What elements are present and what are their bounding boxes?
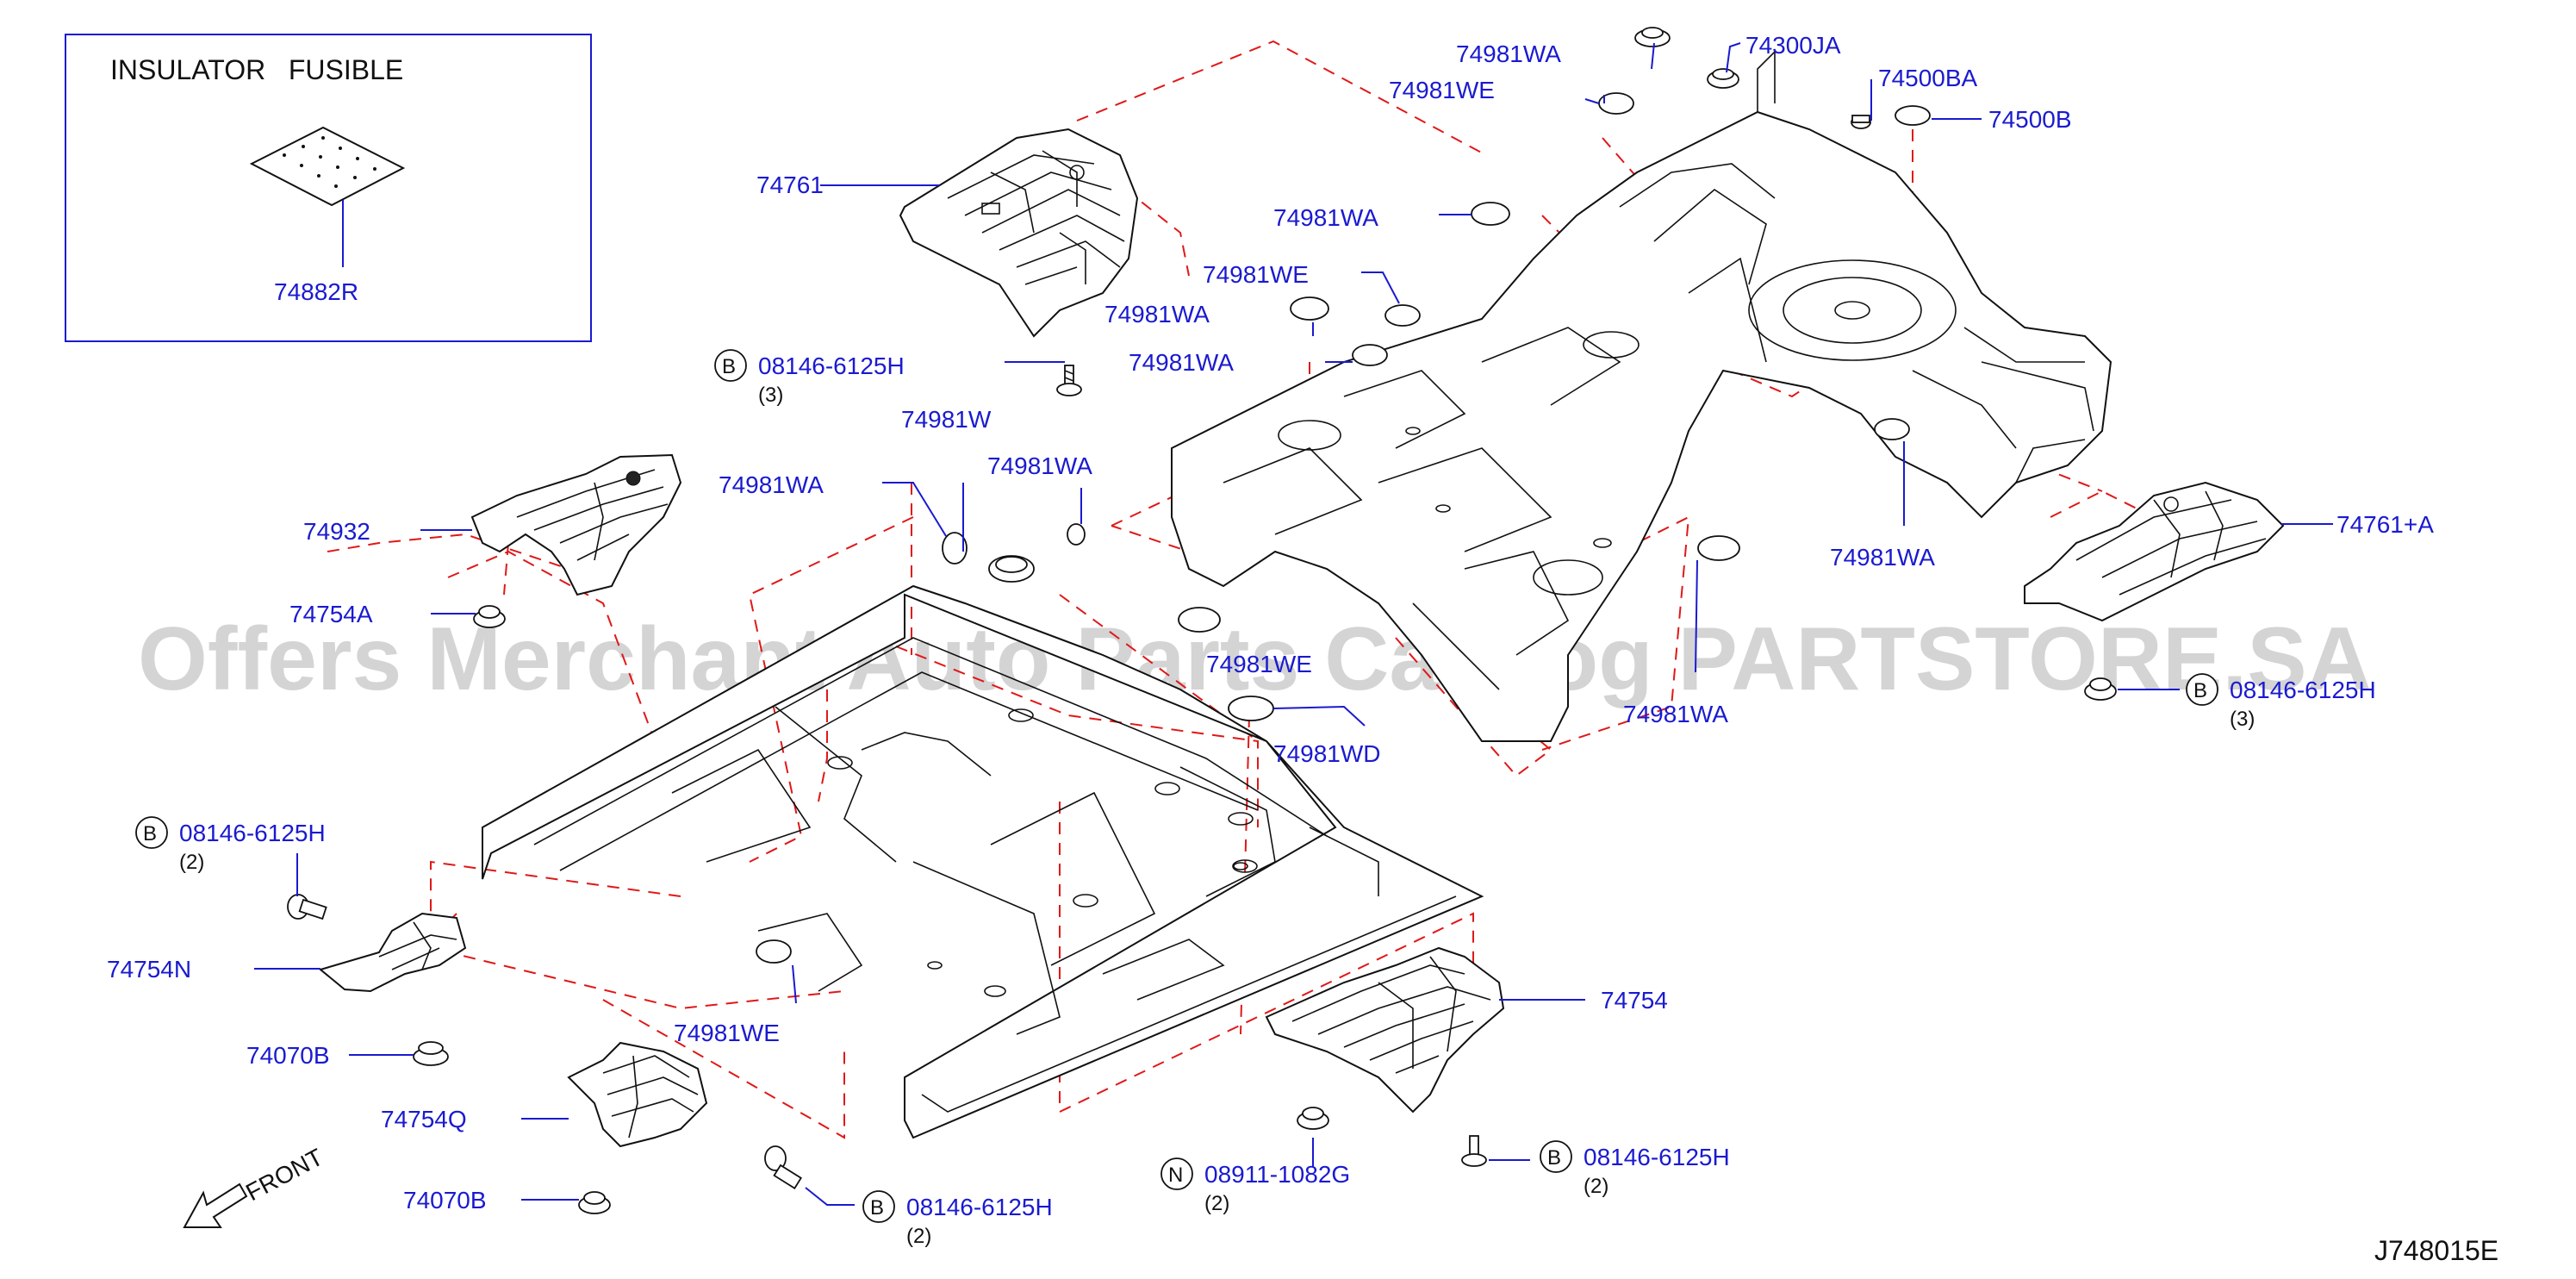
heat-insulator-74754[interactable] [1265,946,1505,1114]
part-74070B[interactable]: 74070B [403,1187,487,1213]
part-74981WA[interactable]: 74981WA [1104,301,1210,328]
part-74500BA[interactable]: 74500BA [1878,65,1978,91]
nut-icon[interactable] [1297,1107,1329,1130]
fasteners [287,365,2117,1214]
fastener-prefix: B [870,1196,884,1220]
fastener-prefix: N [1168,1164,1183,1187]
part-74981WE[interactable]: 74981WE [1389,77,1495,103]
part-74981WD[interactable]: 74981WD [1273,740,1381,767]
bolt-icon[interactable] [764,1145,802,1189]
plug-we-3[interactable] [1178,607,1221,633]
part-74500B[interactable]: 74500B [1988,106,2072,133]
fastener-f3[interactable]: B 08146-6125H (2) [862,1190,1053,1248]
part-74761[interactable]: 74761 [756,172,824,198]
plugs [756,27,1931,964]
fastener-code: 08146-6125H [758,353,905,379]
part-74981WE[interactable]: 74981WE [1206,651,1312,677]
fastener-code: 08146-6125H [1584,1144,1730,1170]
grommet-74981W[interactable] [988,555,1035,583]
fastener-f1[interactable]: B 08146-6125H (3) [714,349,905,407]
plug-wd[interactable] [1228,696,1274,721]
leader-lines [254,42,2333,1206]
plug-wa-middle[interactable] [1471,202,1510,226]
plug-74500B[interactable] [1895,105,1931,126]
fastener-qty: (2) [906,1225,931,1248]
part-74754Q[interactable]: 74754Q [381,1106,467,1132]
part-74761A[interactable]: 74761+A [2336,511,2434,538]
bolt-icon[interactable] [1056,365,1082,396]
fastener-prefix: B [722,355,736,378]
part-74981WA[interactable]: 74981WA [1623,701,1728,727]
inset-title: INSULATOR FUSIBLE [110,54,403,85]
fastener-f5[interactable]: B 08146-6125H (3) [2186,673,2376,731]
fastener-code: 08911-1082G [1204,1161,1350,1188]
part-74754A[interactable]: 74754A [289,601,373,627]
fusible-sheet-icon [249,126,406,207]
part-74981WA[interactable]: 74981WA [719,471,824,498]
fastener-prefix: B [1547,1146,1561,1170]
front-label: FRONT [241,1144,327,1207]
insulator-fusible-inset: INSULATOR FUSIBLE 74882R [65,34,592,342]
part-74981WE[interactable]: 74981WE [1203,261,1309,288]
fastener-code: 08146-6125H [179,820,326,846]
part-74981WA[interactable]: 74981WA [987,452,1092,479]
nut-icon[interactable] [473,605,506,628]
part-74981W[interactable]: 74981W [901,406,992,433]
fastener-code: 08146-6125H [906,1194,1053,1220]
fastener-qty: (3) [2230,708,2255,731]
front-arrow-icon [183,1182,248,1228]
part-74981WA[interactable]: 74981WA [1129,349,1234,376]
part-74300JA[interactable]: 74300JA [1745,32,1841,59]
plug-we-2b[interactable] [1384,304,1421,327]
labels: 74761 74932 74754A 74754N 74070B 74754Q … [107,32,2434,1213]
plug-wa-7[interactable] [1874,418,1910,440]
grommet-74300JA[interactable] [1707,68,1739,89]
bolt-icon[interactable] [287,894,327,920]
fastener-qty: (3) [758,384,783,407]
floor-panel-body [482,50,2112,1139]
part-74932[interactable]: 74932 [303,518,370,545]
part-74981WE[interactable]: 74981WE [674,1020,780,1046]
fastener-qty: (2) [1204,1192,1229,1215]
part-74981WA[interactable]: 74981WA [1456,41,1561,67]
plug-wa-6[interactable] [1067,523,1086,546]
fastener-n1[interactable]: N 08911-1082G (2) [1160,1157,1350,1215]
fastener-code: 08146-6125H [2230,677,2376,703]
part-74882R[interactable]: 74882R [274,278,358,305]
heat-insulator-74754Q[interactable] [567,1041,708,1148]
part-74981WA[interactable]: 74981WA [1830,544,1935,571]
heat-insulator-74754N[interactable] [318,912,467,993]
fastener-prefix: B [2193,679,2207,702]
plug-wa-4[interactable] [1352,344,1388,366]
fastener-f4[interactable]: B 08146-6125H (2) [1540,1140,1730,1198]
nut-icon[interactable] [2084,677,2117,701]
nut-icon[interactable] [578,1191,611,1214]
diagram-id: J748015E [2374,1235,2498,1266]
plug-wa-5[interactable] [942,532,968,565]
plug-74500BA[interactable] [1851,115,1871,129]
grommet-top[interactable] [1634,27,1671,47]
plug-we-2[interactable] [1290,296,1329,321]
part-74070B[interactable]: 74070B [246,1042,330,1069]
fastener-f2[interactable]: B 08146-6125H (2) [135,816,326,874]
heat-insulator-74932[interactable] [470,453,682,596]
fastener-prefix: B [143,822,157,845]
nut-icon[interactable] [413,1041,449,1066]
heat-insulator-74761[interactable] [899,128,1139,338]
bolt-icon[interactable] [1461,1135,1487,1167]
fastener-labels: B 08146-6125H (3) B 08146-6125H (2) B 08… [135,349,2376,1248]
watermark: Offers Merchant Auto Parts Catalog PARTS… [138,609,2372,709]
fastener-qty: (2) [179,851,204,874]
plug-we-4[interactable] [756,939,792,964]
plug-wa-8[interactable] [1697,535,1740,561]
front-direction-indicator: FRONT [183,1144,327,1228]
heat-insulator-74761A[interactable] [2024,481,2285,622]
part-74754[interactable]: 74754 [1601,987,1668,1014]
fastener-qty: (2) [1584,1175,1608,1198]
part-74981WA[interactable]: 74981WA [1273,204,1378,231]
part-74754N[interactable]: 74754N [107,956,191,983]
